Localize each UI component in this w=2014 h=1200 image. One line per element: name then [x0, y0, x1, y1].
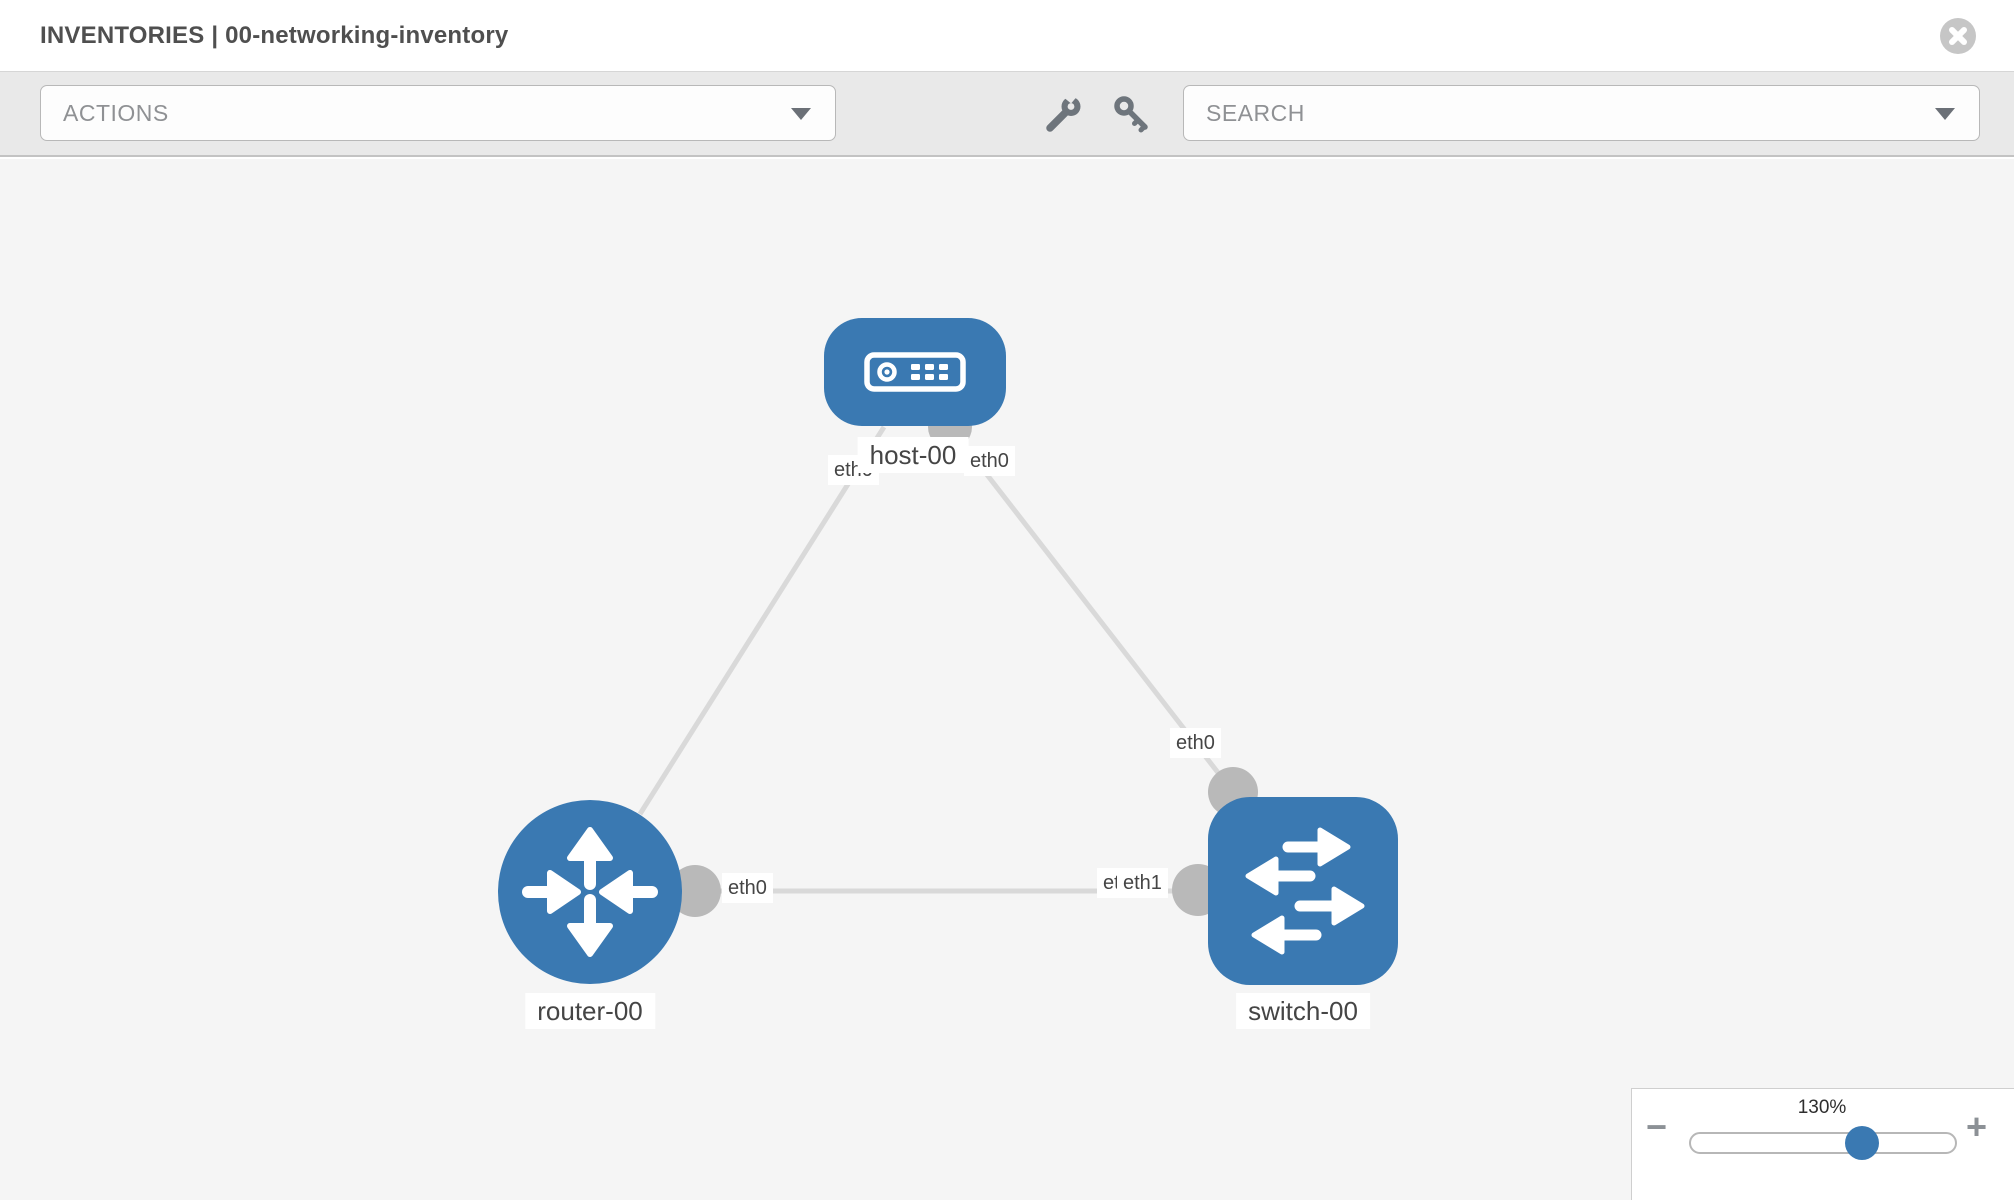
zoom-percent-label: 130%: [1797, 1097, 1847, 1118]
search-placeholder: SEARCH: [1206, 99, 1305, 126]
zoom-slider[interactable]: [1689, 1132, 1957, 1154]
interface-label-switch-to-router: eth1: [1117, 868, 1168, 898]
zoom-out-button[interactable]: −: [1646, 1106, 1668, 1147]
toolbar: ACTIONS SEARCH: [0, 72, 2014, 157]
node-label-router: router-00: [525, 993, 655, 1029]
close-button[interactable]: [1940, 18, 1976, 54]
topology-canvas[interactable]: host-00 router-00 switch-00 eth0 eth0 et…: [0, 159, 2014, 1200]
x-circle-icon: [1940, 18, 1976, 54]
host-icon: [864, 352, 966, 392]
tools-button[interactable]: [1044, 94, 1084, 134]
chevron-down-icon: [1935, 108, 1955, 120]
zoom-slider-thumb[interactable]: [1845, 1126, 1879, 1160]
link-host-router[interactable]: [637, 425, 887, 816]
zoom-panel: 130% − +: [1631, 1088, 2014, 1200]
key-icon: [1114, 96, 1148, 133]
interface-dot-router[interactable]: [669, 865, 721, 917]
credentials-button[interactable]: [1112, 94, 1152, 134]
node-router-00[interactable]: [498, 800, 682, 984]
interface-label-host-to-switch: eth0: [964, 446, 1015, 476]
interface-label-router-to-host: eth0: [722, 873, 773, 903]
page-title: INVENTORIES | 00-networking-inventory: [40, 21, 509, 49]
interface-label-switch-to-host: eth0: [1170, 728, 1221, 758]
search-dropdown[interactable]: SEARCH: [1183, 85, 1980, 141]
chevron-down-icon: [791, 108, 811, 120]
node-host-00[interactable]: [824, 318, 1006, 426]
actions-dropdown-label: ACTIONS: [63, 99, 169, 126]
switch-icon: [1245, 827, 1365, 955]
node-label-switch: switch-00: [1236, 993, 1370, 1029]
wrench-icon: [1046, 94, 1081, 132]
node-label-host: host-00: [857, 437, 969, 473]
actions-dropdown[interactable]: ACTIONS: [40, 85, 836, 141]
node-switch-00[interactable]: [1208, 797, 1398, 985]
link-layer: [637, 405, 1258, 917]
zoom-in-button[interactable]: +: [1966, 1106, 1988, 1147]
router-icon: [522, 827, 658, 957]
panel-header: INVENTORIES | 00-networking-inventory: [0, 0, 2014, 72]
